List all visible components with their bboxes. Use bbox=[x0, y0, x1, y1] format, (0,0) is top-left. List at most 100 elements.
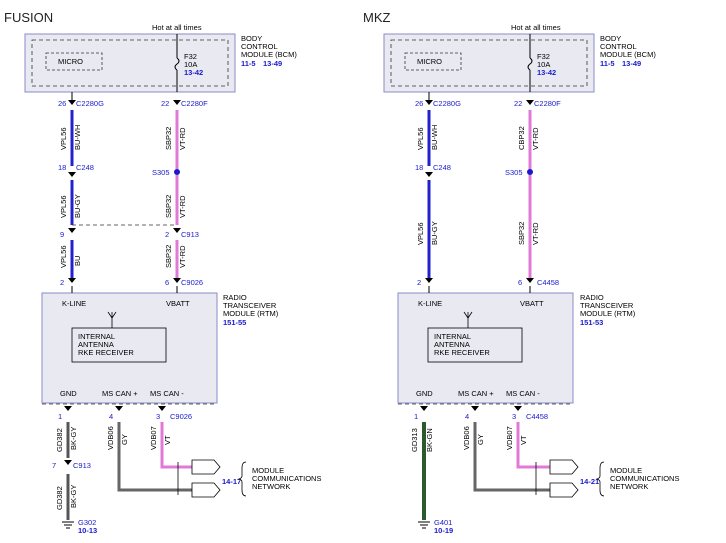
fusion-antenna-line-2: ANTENNA bbox=[78, 340, 114, 349]
mkz-c4458-left-arrow bbox=[425, 278, 433, 283]
fusion-bpin-minus: 3 bbox=[156, 412, 160, 421]
mkz-can-connector-plus bbox=[549, 482, 579, 498]
fusion-c9026-left-arrow bbox=[68, 278, 76, 283]
fusion-rtm-name-3: MODULE (RTM) bbox=[223, 309, 279, 318]
mkz-rtm-name-2: TRANSCEIVER bbox=[580, 301, 634, 310]
fusion-color-right-1: VT-RD bbox=[178, 127, 187, 150]
fusion-color-minus: VT bbox=[163, 435, 172, 445]
fusion-color-right-2: VT-RD bbox=[178, 195, 187, 218]
fusion-right-pin-arrow bbox=[173, 100, 181, 105]
mkz-fuse-ref: 13-42 bbox=[537, 68, 556, 77]
mkz-bcm-inner-dashed bbox=[390, 39, 588, 87]
fusion-left-pin-arrow bbox=[68, 100, 76, 105]
mkz-bcm-name-1: BODY bbox=[600, 34, 621, 43]
fusion-pin-left-1: 26 bbox=[58, 99, 66, 108]
mkz-minus-arrow bbox=[514, 406, 522, 411]
mkz-rtm-box bbox=[397, 292, 574, 404]
fusion-color-gnd-1: BK-GY bbox=[69, 427, 78, 450]
fusion-can-connector-minus bbox=[191, 459, 221, 475]
mkz-circ-left-1: VPL56 bbox=[416, 127, 425, 150]
fusion-title: FUSION bbox=[4, 10, 53, 25]
fusion-conn-4: C9026 bbox=[181, 278, 203, 287]
fusion-bpin-gnd: 1 bbox=[58, 412, 62, 421]
mkz-rtm-name-3: MODULE (RTM) bbox=[580, 309, 636, 318]
mkz-antenna-line-3: RKE RECEIVER bbox=[434, 348, 490, 357]
antenna-icon bbox=[107, 311, 117, 328]
fusion-bcm-name-1: BODY bbox=[241, 34, 262, 43]
mkz-bcm-ref-a: 11-5 bbox=[600, 59, 615, 68]
mkz-bcm-name-3: MODULE (BCM) bbox=[600, 50, 656, 59]
fusion-network-ref: 14-17 bbox=[222, 477, 241, 486]
fusion-antenna-line-3: RKE RECEIVER bbox=[78, 348, 134, 357]
mkz-hot-label: Hot at all times bbox=[511, 23, 561, 32]
fusion-circ-gnd-2: GD382 bbox=[55, 486, 64, 510]
mkz-network-3: NETWORK bbox=[610, 482, 648, 491]
mkz-pin-left-2: 18 bbox=[415, 163, 423, 172]
mkz-antenna-line-1: INTERNAL bbox=[434, 332, 471, 341]
mkz-vbatt-label: VBATT bbox=[520, 299, 544, 308]
fusion-circ-left-2: VPL56 bbox=[59, 195, 68, 218]
fusion-conn-right-1: C2280F bbox=[181, 99, 208, 108]
fusion-color-left-3: BU bbox=[73, 256, 82, 266]
mkz-circ-minus: VDB07 bbox=[505, 426, 514, 450]
fusion-network-1: MODULE bbox=[252, 466, 284, 475]
fusion-fuse-icon bbox=[174, 57, 180, 71]
fusion-circ-plus: VDB06 bbox=[106, 426, 115, 450]
mkz-bcm-ref-b: 13-49 bbox=[622, 59, 641, 68]
fusion-splice-label: S305 bbox=[152, 168, 170, 177]
fusion-circ-left-1: VPL56 bbox=[59, 127, 68, 150]
fusion-fuse-amp: 10A bbox=[184, 60, 197, 69]
mkz-wire-vdb06 bbox=[473, 422, 550, 492]
fusion-gnd-conn-2: C913 bbox=[73, 461, 91, 470]
fusion-color-left-2: BU-GY bbox=[73, 194, 82, 218]
ground-icon bbox=[418, 521, 430, 529]
mkz-antenna-box bbox=[427, 327, 523, 363]
fusion-pin-left-2: 18 bbox=[58, 163, 66, 172]
fusion-bconn: C9026 bbox=[170, 412, 192, 421]
mkz-bconn: C4458 bbox=[526, 412, 548, 421]
mkz-c248-arrow bbox=[425, 172, 433, 177]
fusion-splice-dot bbox=[174, 169, 180, 175]
mkz-gnd-label: GND bbox=[416, 389, 433, 398]
mkz-rtm-name-1: RADIO bbox=[580, 293, 604, 302]
fusion-circ-right-2: SBP32 bbox=[164, 195, 173, 218]
mkz-circ-right-1: CBP32 bbox=[517, 126, 526, 150]
mkz-panel: MKZ Hot at all times MICRO BODY CONTROL … bbox=[363, 10, 679, 535]
mkz-network-brace bbox=[595, 461, 605, 497]
fusion-circ-right-1: SBP32 bbox=[164, 127, 173, 150]
mkz-rtm-ref: 151-53 bbox=[580, 318, 603, 327]
fusion-fuse-ref: 13-42 bbox=[184, 68, 203, 77]
fusion-micro-label: MICRO bbox=[58, 57, 83, 66]
fusion-circ-left-3: VPL56 bbox=[59, 245, 68, 268]
mkz-conn-4: C4458 bbox=[537, 278, 559, 287]
fusion-antenna-box bbox=[71, 327, 167, 363]
fusion-bpin-plus: 4 bbox=[109, 412, 113, 421]
fusion-circ-gnd-1: GD382 bbox=[55, 428, 64, 452]
mkz-bpin-gnd: 1 bbox=[414, 412, 418, 421]
fusion-gnd-arrow bbox=[64, 406, 72, 411]
mkz-conn-left-1: C2280G bbox=[433, 99, 461, 108]
fusion-pin-left-3: 9 bbox=[60, 230, 64, 239]
fusion-ground-ref: 10-13 bbox=[78, 526, 97, 535]
mkz-bcm-box bbox=[383, 33, 595, 93]
mkz-circ-gnd-1: GD313 bbox=[410, 428, 419, 452]
fusion-kline-label: K-LINE bbox=[62, 299, 86, 308]
fusion-conn-left-2: C248 bbox=[76, 163, 94, 172]
mkz-right-pin-arrow bbox=[526, 100, 534, 105]
fusion-c913-left-arrow bbox=[68, 228, 76, 233]
fusion-pin-right-1: 22 bbox=[161, 99, 169, 108]
fusion-color-gnd-2: BK-GY bbox=[69, 485, 78, 508]
mkz-network-2: COMMUNICATIONS bbox=[610, 474, 679, 483]
mkz-micro-label: MICRO bbox=[417, 57, 442, 66]
mkz-wire-vdb07 bbox=[516, 422, 550, 469]
antenna-icon bbox=[463, 311, 473, 328]
mkz-pin-left-4: 2 bbox=[417, 278, 421, 287]
ground-icon bbox=[62, 521, 74, 529]
fusion-c913-right-arrow bbox=[173, 228, 181, 233]
mkz-conn-left-2: C248 bbox=[433, 163, 451, 172]
fusion-panel: FUSION Hot at all times MICRO BODY CONTR… bbox=[4, 10, 321, 535]
mkz-ground: G401 bbox=[434, 518, 452, 527]
fusion-pin-left-4: 2 bbox=[60, 278, 64, 287]
